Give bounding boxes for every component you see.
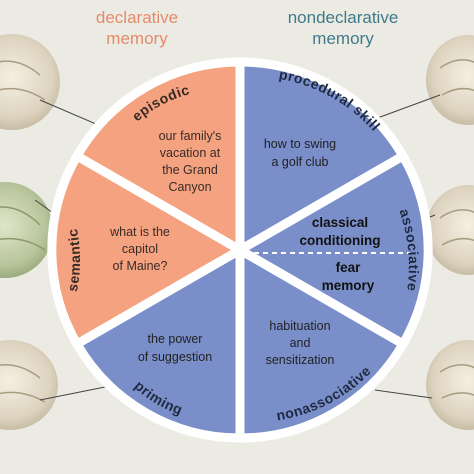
example-priming: the power of suggestion: [138, 332, 212, 364]
example-procedural: how to swing a golf club: [264, 137, 336, 169]
example-nonassociative: habituation and sensitization: [266, 319, 335, 367]
brain-top-left-icon: [0, 34, 60, 130]
semantic-line-3: of Maine?: [113, 259, 168, 273]
brain-bottom-left-icon: [0, 340, 58, 430]
declarative-memory-heading: declarative memory: [62, 7, 212, 49]
semantic-line-2: capitol: [122, 242, 158, 256]
sector-procedural: [235, 57, 410, 258]
episodic-line-1: our family's: [159, 129, 222, 143]
pie-chart: [47, 57, 433, 443]
example-fear-memory: fear memory: [322, 260, 375, 293]
classical-line-1: classical: [312, 215, 368, 230]
classical-line-2: conditioning: [300, 233, 381, 248]
brain-top-right-icon: [426, 35, 474, 125]
example-classical-conditioning: classical conditioning: [300, 215, 381, 248]
brain-middle-left-icon: [0, 182, 53, 278]
procedural-line-2: a golf club: [272, 155, 329, 169]
declarative-heading-line-2: memory: [106, 29, 168, 48]
declarative-heading-line-1: declarative: [95, 8, 179, 27]
semantic-line-1: what is the: [109, 225, 170, 239]
brain-bottom-right-icon: [426, 340, 474, 430]
example-episodic: our family's vacation at the Grand Canyo…: [159, 129, 222, 194]
fear-line-2: memory: [322, 278, 375, 293]
episodic-line-2: vacation at: [160, 146, 221, 160]
brain-middle-right-icon: [426, 185, 474, 275]
sector-episodic: [70, 57, 245, 258]
nonassociative-line-1: habituation: [269, 319, 330, 333]
sector-priming: [70, 242, 245, 443]
priming-line-2: of suggestion: [138, 350, 212, 364]
nonassociative-line-3: sensitization: [266, 353, 335, 367]
episodic-line-4: Canyon: [168, 180, 211, 194]
sector-nonassociative: [235, 242, 410, 443]
priming-line-1: the power: [148, 332, 203, 346]
nondeclarative-memory-heading: nondeclarative memory: [258, 7, 428, 49]
nondeclarative-heading-line-1: nondeclarative: [287, 8, 399, 27]
procedural-line-1: how to swing: [264, 137, 336, 151]
episodic-line-3: the Grand: [162, 163, 218, 177]
fear-line-1: fear: [336, 260, 362, 275]
sector-semantic: [47, 149, 250, 351]
label-semantic: semantic: [64, 227, 83, 292]
example-semantic: what is the capitol of Maine?: [109, 225, 170, 273]
sector-associative: [230, 149, 433, 351]
nondeclarative-heading-line-2: memory: [312, 29, 374, 48]
nonassociative-line-2: and: [290, 336, 311, 350]
